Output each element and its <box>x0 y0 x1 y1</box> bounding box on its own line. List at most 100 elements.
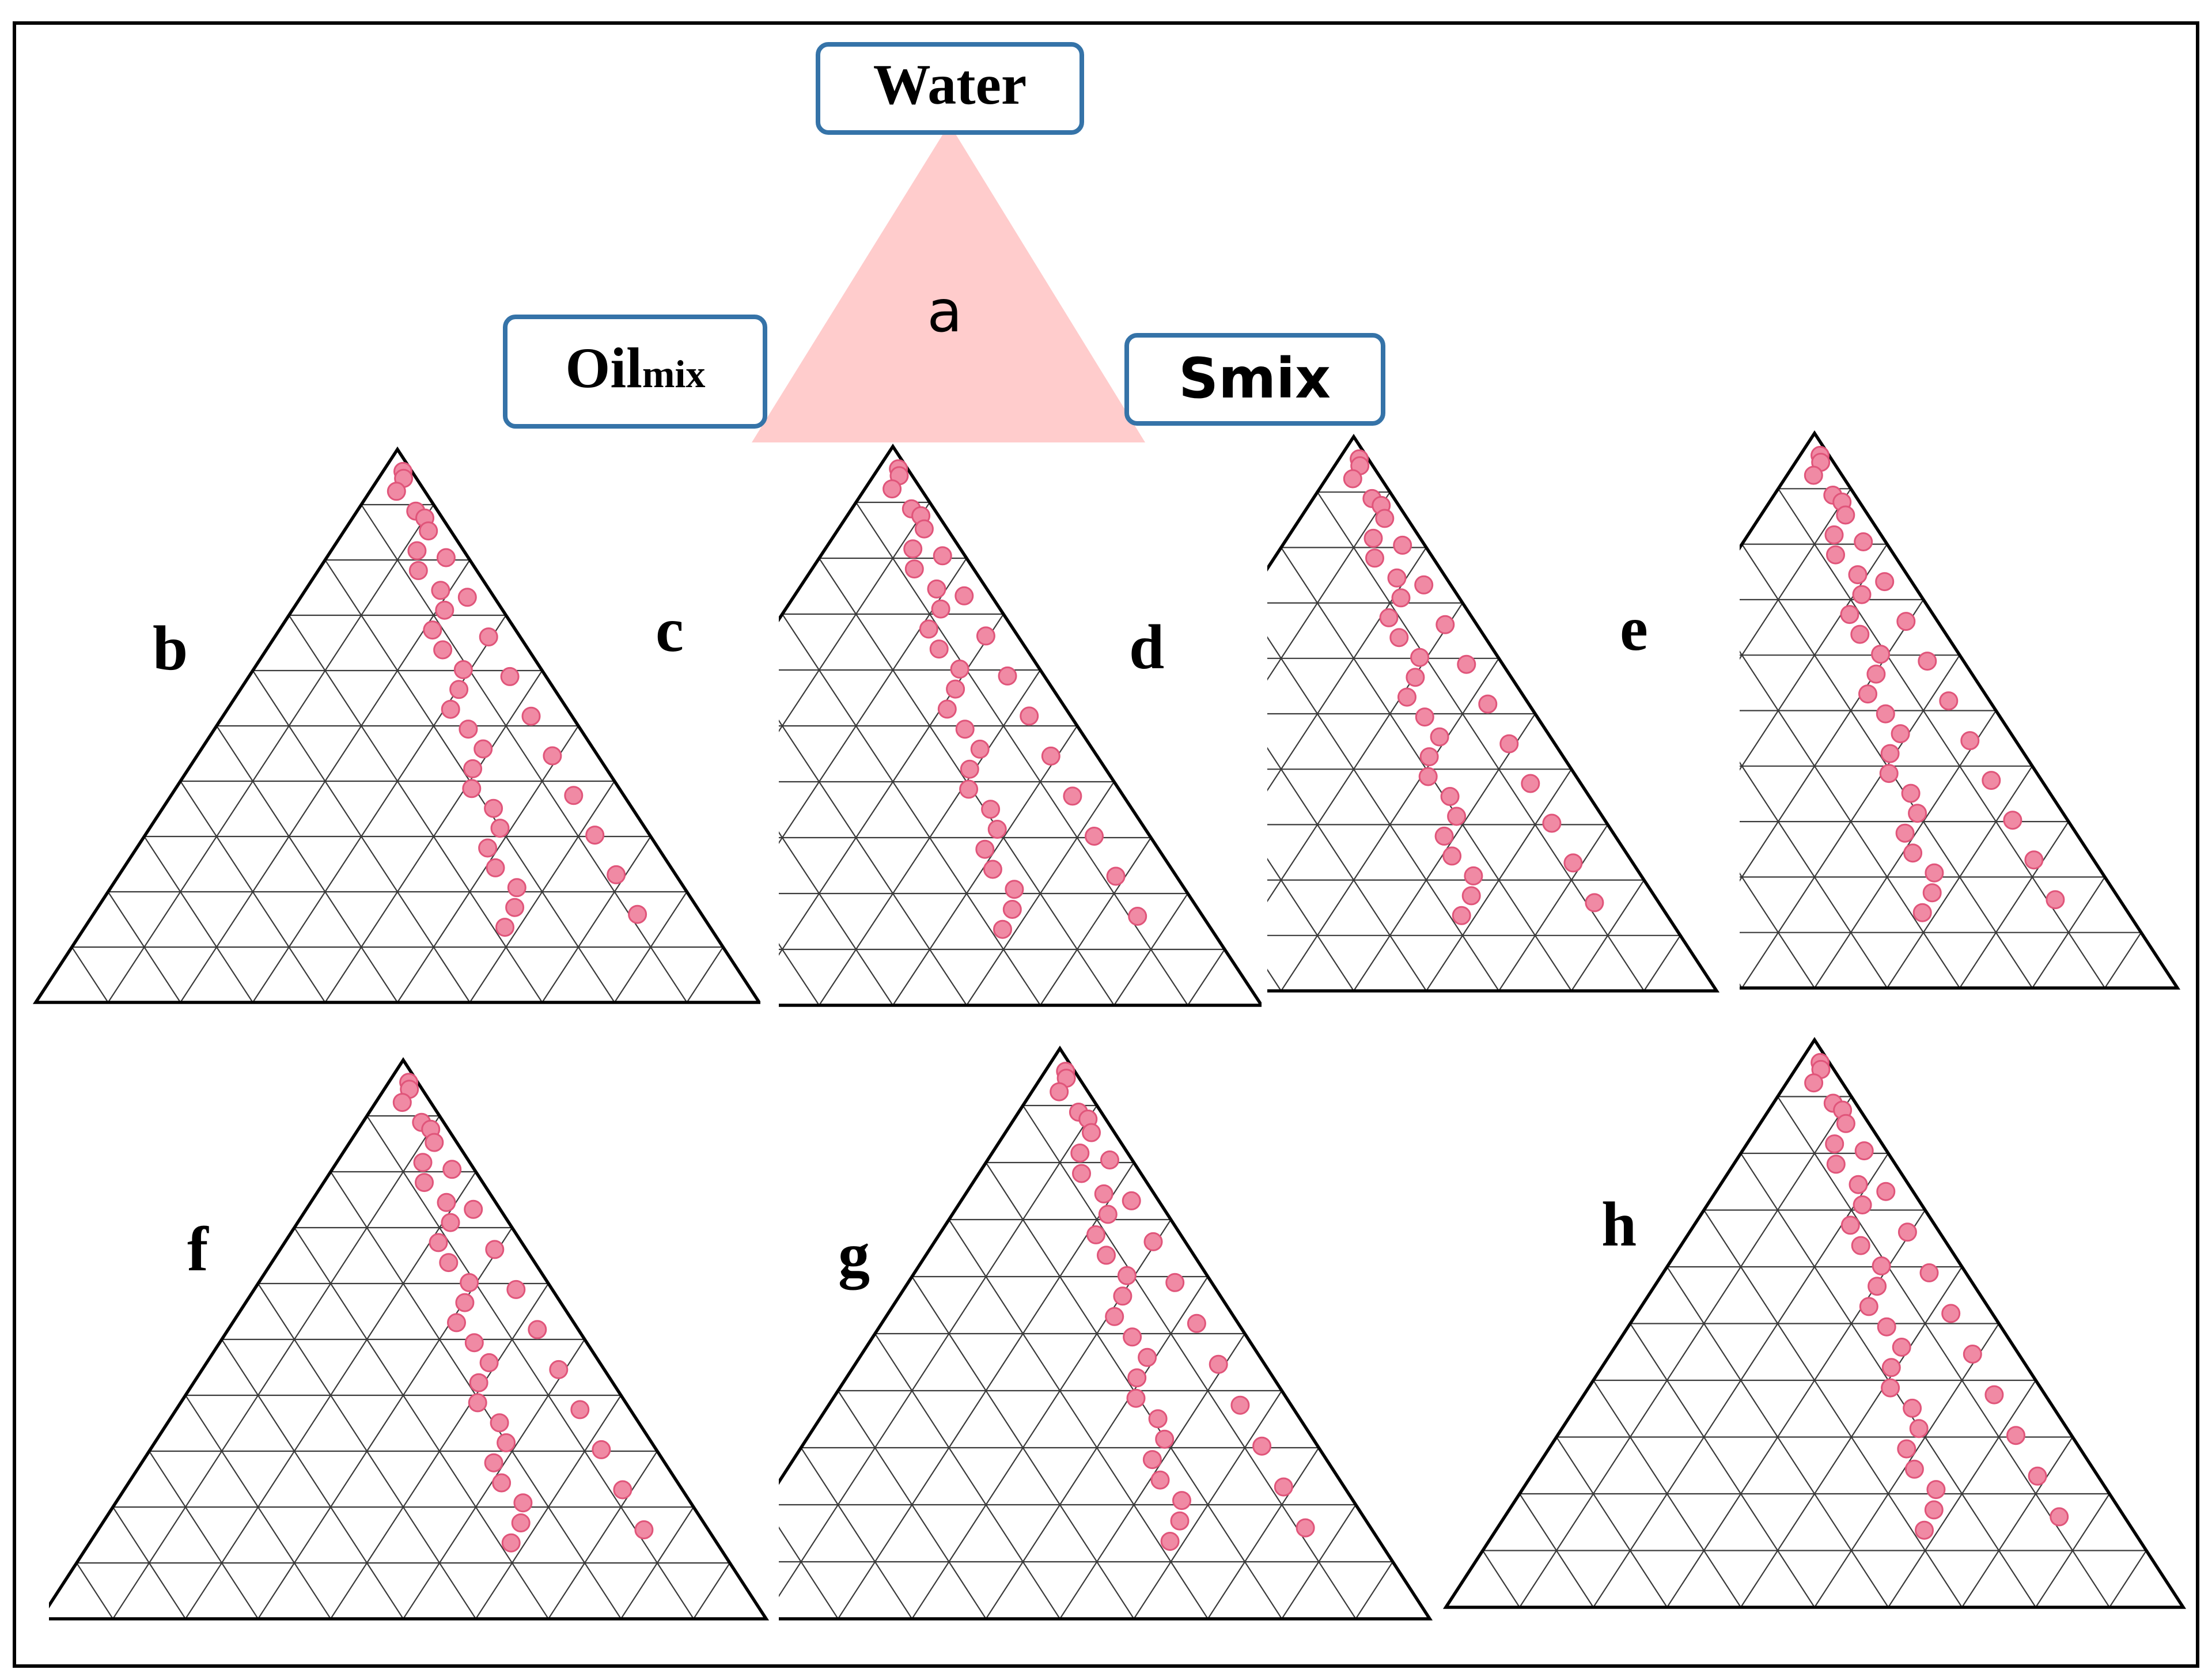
boundary-point <box>419 521 438 541</box>
boundary-point <box>613 1480 632 1500</box>
boundary-point <box>425 1133 444 1152</box>
boundary-point <box>1840 605 1859 624</box>
boundary-point <box>453 660 473 679</box>
boundary-point <box>2028 1466 2047 1486</box>
boundary-point <box>1389 628 1409 648</box>
boundary-point <box>1924 1500 1944 1520</box>
boundary-point <box>1461 886 1481 906</box>
boundary-point <box>1853 1195 1872 1214</box>
boundary-point <box>1963 1345 1982 1364</box>
boundary-point <box>408 561 428 580</box>
boundary-point <box>442 1160 462 1179</box>
water-label: Water <box>816 42 1084 135</box>
boundary-point <box>1418 767 1438 786</box>
boundary-point <box>1960 731 1980 751</box>
boundary-point <box>490 1413 509 1433</box>
boundary-point <box>1897 1439 1916 1459</box>
boundary-point <box>1165 1273 1185 1292</box>
boundary-point <box>521 706 541 726</box>
boundary-point <box>1138 1347 1157 1367</box>
boundary-point <box>501 1533 521 1553</box>
boundary-point <box>1434 826 1454 846</box>
boundary-point <box>1105 1307 1124 1326</box>
boundary-point <box>1563 853 1583 873</box>
boundary-point <box>1391 588 1411 608</box>
boundary-point <box>914 519 934 539</box>
boundary-point <box>570 1400 590 1419</box>
panel-letter-f: f <box>187 1214 209 1284</box>
boundary-point <box>490 819 510 838</box>
smix-label-text: Smix <box>1179 346 1331 411</box>
boundary-point <box>507 878 527 898</box>
boundary-point <box>492 1473 512 1493</box>
boundary-point <box>1230 1395 1250 1415</box>
boundary-point <box>1375 509 1395 528</box>
boundary-point <box>437 1193 456 1212</box>
boundary-point <box>415 1173 434 1193</box>
boundary-point <box>1881 1358 1901 1377</box>
boundary-point <box>464 1199 483 1219</box>
boundary-point <box>429 1233 448 1252</box>
boundary-point <box>1826 545 1845 565</box>
boundary-point <box>2003 811 2022 830</box>
boundary-point <box>439 1253 459 1273</box>
boundary-point <box>413 1153 433 1172</box>
panel-letter-h: h <box>1601 1189 1637 1259</box>
boundary-point <box>1836 505 1855 525</box>
boundary-point <box>1113 1286 1132 1306</box>
boundary-point <box>1982 771 2001 790</box>
boundary-point <box>449 680 469 699</box>
boundary-point <box>1148 1409 1168 1429</box>
smix-label: Smix <box>1124 333 1385 426</box>
boundary-point <box>1880 744 1900 763</box>
boundary-point <box>484 798 503 818</box>
boundary-point <box>1393 535 1412 555</box>
ternary-outline-f <box>49 1057 769 1621</box>
boundary-point <box>960 759 979 779</box>
boundary-point <box>1072 1164 1091 1183</box>
boundary-point <box>937 699 957 719</box>
boundary-point <box>1879 764 1899 783</box>
boundary-point <box>1106 866 1126 886</box>
boundary-point <box>1397 687 1416 707</box>
panel-letter-b: b <box>153 613 188 683</box>
oilmix-label-text: Oilmix <box>566 336 706 400</box>
boundary-point <box>500 667 520 686</box>
boundary-point <box>585 826 605 845</box>
boundary-point <box>1447 807 1467 826</box>
boundary-point <box>1903 1398 1922 1418</box>
boundary-point <box>1854 1141 1874 1161</box>
boundary-point <box>479 627 498 647</box>
boundary-point <box>484 1453 503 1472</box>
boundary-point <box>1063 786 1082 806</box>
boundary-point <box>1274 1477 1293 1497</box>
boundary-point <box>1387 568 1407 588</box>
boundary-point <box>1918 652 1937 671</box>
boundary-point <box>436 548 456 567</box>
boundary-point <box>1891 724 1910 744</box>
boundary-point <box>1442 846 1462 866</box>
boundary-point <box>1848 565 1868 585</box>
boundary-point <box>543 746 562 766</box>
boundary-point <box>1896 612 1916 631</box>
boundary-point <box>592 1440 611 1459</box>
boundary-point <box>511 1513 531 1532</box>
boundary-point <box>1150 1470 1170 1490</box>
ternary-outline-g <box>779 1045 1433 1621</box>
ternary-panel-g <box>779 1045 1433 1621</box>
boundary-point <box>1826 1154 1846 1174</box>
boundary-point <box>549 1360 569 1379</box>
boundary-point <box>1824 525 1844 544</box>
boundary-point <box>469 1373 488 1392</box>
boundary-point <box>1866 664 1886 684</box>
boundary-point <box>1984 1385 2004 1405</box>
boundary-point <box>1836 1114 1855 1133</box>
ternary-panels <box>32 430 2186 1621</box>
boundary-point <box>955 586 974 605</box>
ternary-grid-g <box>779 1104 1393 1619</box>
boundary-point <box>1892 1338 1911 1357</box>
boundary-point <box>528 1320 547 1339</box>
boundary-point <box>1123 1327 1142 1347</box>
boundary-point <box>1097 1246 1116 1265</box>
